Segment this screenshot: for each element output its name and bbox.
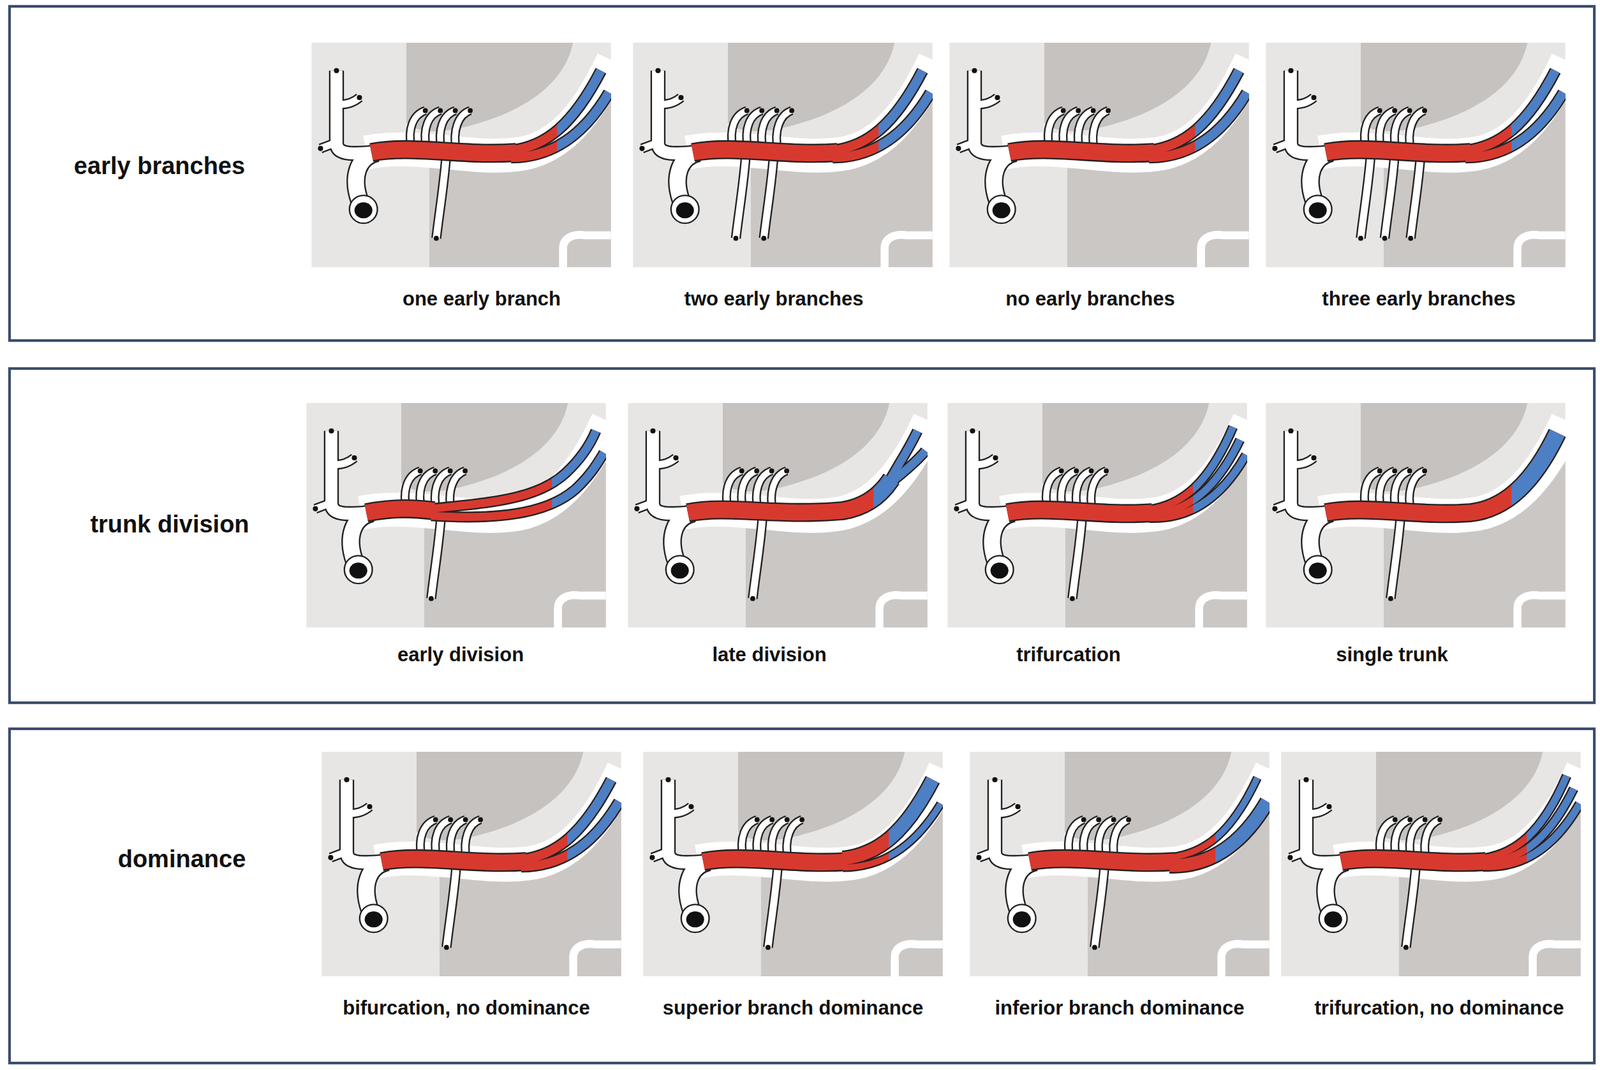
mca-illustration <box>1281 752 1581 977</box>
variant-caption: superior branch dominance <box>662 997 924 1021</box>
variant-caption: one early branch <box>402 287 561 311</box>
mca-illustration <box>949 42 1250 268</box>
mca-illustration <box>1265 42 1566 268</box>
mca-illustration <box>627 403 928 628</box>
mca-illustration <box>1265 403 1566 628</box>
variant-caption: trifurcation <box>1016 643 1121 667</box>
variant-caption: single trunk <box>1335 643 1449 667</box>
variant-caption: late division <box>711 643 827 667</box>
mca-illustration <box>321 752 622 977</box>
mca-illustration <box>311 42 612 268</box>
mca-illustration <box>306 403 607 628</box>
variant-caption: bifurcation, no dominance <box>342 997 591 1021</box>
variant-caption: inferior branch dominance <box>994 997 1245 1021</box>
mca-illustration <box>969 752 1270 977</box>
variant-caption: trifurcation, no dominance <box>1314 997 1565 1021</box>
variant-caption: early division <box>397 643 524 667</box>
variant-caption: two early branches <box>684 287 864 311</box>
mca-illustration <box>643 752 943 977</box>
variant-caption: three early branches <box>1321 287 1516 311</box>
panel-heading: dominance <box>118 845 247 874</box>
panel-heading: early branches <box>74 152 245 180</box>
panel-heading: trunk division <box>89 511 249 539</box>
variant-caption: no early branches <box>1005 287 1175 311</box>
mca-illustration <box>947 403 1248 628</box>
mca-illustration <box>632 42 933 268</box>
